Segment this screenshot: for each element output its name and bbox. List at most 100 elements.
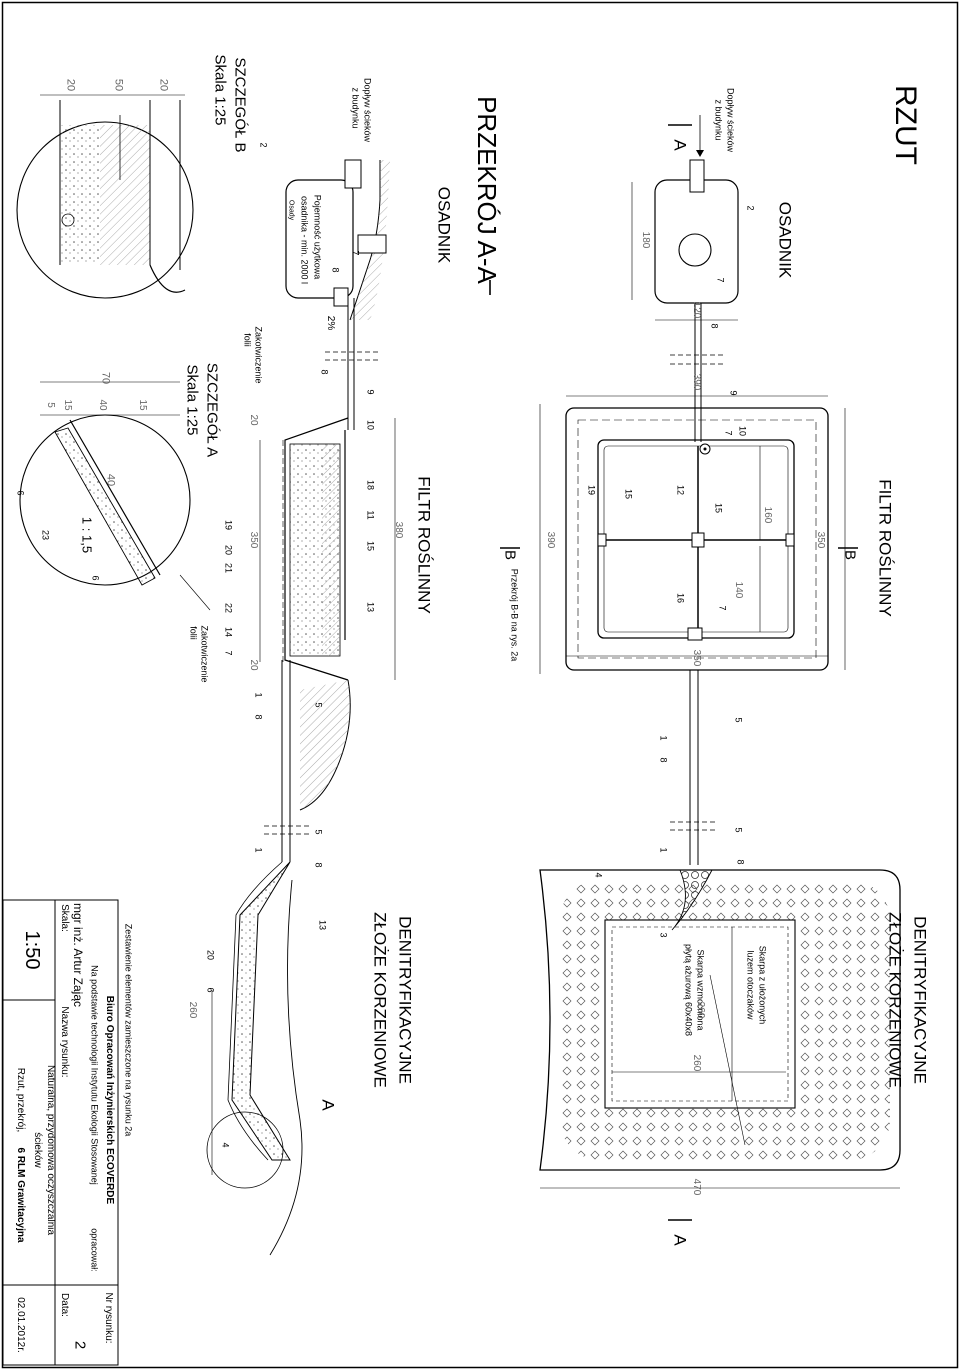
- detail-a-slope: 1 : 1,5: [79, 516, 95, 554]
- rzut-mark-12: 12: [675, 484, 686, 496]
- rzut-mark-8a: 8: [709, 323, 720, 329]
- rzut-mark-9: 9: [728, 390, 739, 396]
- przekroj-mark-7b: 7: [223, 650, 234, 656]
- plan-osadnik-manhole: [678, 233, 712, 267]
- przekroj-mark-14: 14: [223, 626, 234, 638]
- plan-osadnik-tank: [654, 179, 739, 304]
- przekroj-mark-1b: 1: [253, 847, 264, 853]
- rzut-skarpa-1b: luzem otoczaków: [745, 950, 756, 1020]
- rzut-mark-8c: 8: [735, 859, 746, 865]
- rzut-section-b-right: B: [841, 549, 859, 561]
- rzut-mark-8b: 8: [658, 757, 669, 763]
- tb-nr-value: 2: [71, 1340, 89, 1350]
- tb-nazwa-3a: Rzut, przekrój,: [15, 1067, 26, 1133]
- przekroj-mark-8a: 8: [330, 267, 341, 273]
- rzut-mark-3: 3: [658, 932, 669, 938]
- przekroj-mark-15: 15: [365, 540, 376, 552]
- detail-a-mark-23: 23: [40, 529, 51, 541]
- przekroj-mark-20b: 20: [205, 949, 216, 961]
- tb-autor: mgr inż. Artur Zając: [71, 902, 85, 1008]
- plan-filter-outer: [565, 407, 829, 671]
- rzut-section-a-bottom: A: [670, 1234, 690, 1246]
- przekroj-label-a: A: [318, 1099, 338, 1111]
- detail-a-dim-5: 5: [45, 402, 56, 408]
- przekroj-mark-11: 11: [365, 510, 376, 520]
- detail-b-dim-50: 50: [112, 78, 125, 92]
- rzut-skarpa-1a: Skarpa z ułożonych: [757, 945, 768, 1025]
- przekroj-mark-19: 19: [223, 519, 234, 531]
- przekroj-doplyw-1: Dopływ ścieków: [362, 77, 373, 143]
- przekroj-dim-350: 350: [248, 531, 259, 549]
- tb-nazwa-1: Naturalna, przydomowa oczyszczalnia: [45, 1064, 56, 1236]
- rzut-doplyw-1: Dopływ ścieków: [725, 87, 736, 153]
- tb-opracowal-label: opracował:: [89, 1228, 100, 1272]
- rzut-filtr-label: FILTR ROŚLINNY: [875, 479, 895, 617]
- przekroj-filtr-label: FILTR ROŚLINNY: [414, 476, 434, 614]
- zestawienie-note: Zestawienie elementów zamieszczone na ry…: [123, 923, 134, 1137]
- przekroj-mark-13b: 13: [317, 919, 328, 931]
- detail-a-scale: Skala 1:25: [183, 364, 201, 436]
- przekroj-mark-13a: 13: [365, 601, 376, 613]
- tb-skala-label: Skala:: [59, 904, 70, 932]
- tb-data-value: 02.01.2012r.: [15, 1297, 26, 1353]
- rzut-dim-350a: 350: [815, 531, 826, 549]
- przekroj-mark-10: 10: [365, 419, 376, 431]
- tb-nazwa-2: ścieków: [32, 1132, 43, 1168]
- rzut-dim-140: 140: [733, 581, 744, 599]
- przekroj-mark-21: 21: [223, 562, 234, 574]
- przekroj-mark-22: 22: [223, 602, 234, 614]
- rzut-mark-1b: 1: [658, 847, 669, 853]
- tb-biuro: Biuro Opracowań Inżynierskich ECOVERDE: [104, 995, 115, 1205]
- detail-a-mark-6b: 6: [90, 575, 101, 581]
- rzut-dim-470: 470: [691, 1178, 702, 1196]
- plan-filter-inner: [577, 419, 817, 659]
- przekroj-dim-260: 260: [187, 1001, 198, 1019]
- rzut-mark-10: 10: [737, 425, 748, 437]
- tb-data-label: Data:: [59, 1293, 70, 1317]
- przekroj-spadek: 2%: [325, 315, 336, 331]
- rzut-dim-180: 180: [640, 231, 651, 249]
- przekroj-osady: Osady: [287, 199, 295, 221]
- przekroj-mark-7: 7: [350, 250, 361, 256]
- rzut-dim-390a: 390: [691, 373, 702, 391]
- rzut-skarpa-2b: płytą ażurową 60x40x8: [683, 943, 694, 1037]
- detail-a-dim-15a: 15: [62, 399, 73, 411]
- rzut-dim-120: 120: [691, 301, 702, 319]
- rzut-mark-15a: 15: [623, 488, 634, 500]
- rzut-mark-19: 19: [586, 484, 597, 496]
- przekroj-mark-9: 9: [365, 389, 376, 395]
- przekroj-mark-6: 6: [205, 987, 216, 993]
- rzut-denit-label-2: ZŁOŻE KORZENIOWE: [885, 912, 905, 1088]
- przekroj-mark-8c: 8: [253, 714, 264, 720]
- przekroj-denit-label-1: DENITRYFIKACYJNE: [395, 916, 415, 1084]
- przekroj-dim-380: 380: [393, 521, 404, 539]
- rzut-mark-5a: 5: [733, 717, 744, 723]
- section-osadnik-tank: [285, 179, 354, 299]
- rzut-mark-7c: 7: [717, 605, 728, 611]
- przekroj-mark-5b: 5: [313, 829, 324, 835]
- rzut-section-b-left: B: [501, 549, 519, 561]
- rzut-section-a-top: A: [670, 139, 690, 151]
- rzut-mark-5b: 5: [733, 827, 744, 833]
- rzut-mark-15b: 15: [713, 502, 724, 514]
- detail-a-dim-70: 70: [99, 371, 112, 385]
- tb-nazwa-3b: 6 RLM Grawitacyjna: [15, 1147, 26, 1243]
- przekroj-zakotw-1a: Zakotwiczenie: [253, 326, 264, 384]
- section-soil: [350, 160, 390, 320]
- rzut-dim-160: 160: [762, 506, 773, 524]
- przekroj-doplyw-2: z budynku: [350, 87, 361, 129]
- przekroj-mark-18: 18: [365, 479, 376, 491]
- plan-root-zone-outer: [539, 869, 901, 1171]
- tb-nr-label: Nr rysunku:: [103, 1292, 114, 1344]
- tb-technologia: Na podstawie technologii Instytutu Ekolo…: [89, 965, 100, 1185]
- przekroj-pojemnosc-1: Pojemność użytkowa: [312, 194, 323, 280]
- rzut-mark-2: 2: [745, 205, 756, 211]
- detail-a-title: SZCZEGÓŁ A: [203, 362, 221, 458]
- przekroj-zakotw-1b: Zakotwiczenie: [199, 625, 210, 683]
- przekroj-mark-8b: 8: [319, 369, 330, 375]
- przekroj-mark-4: 4: [220, 1142, 231, 1148]
- detail-a-dim-15b: 15: [137, 399, 148, 411]
